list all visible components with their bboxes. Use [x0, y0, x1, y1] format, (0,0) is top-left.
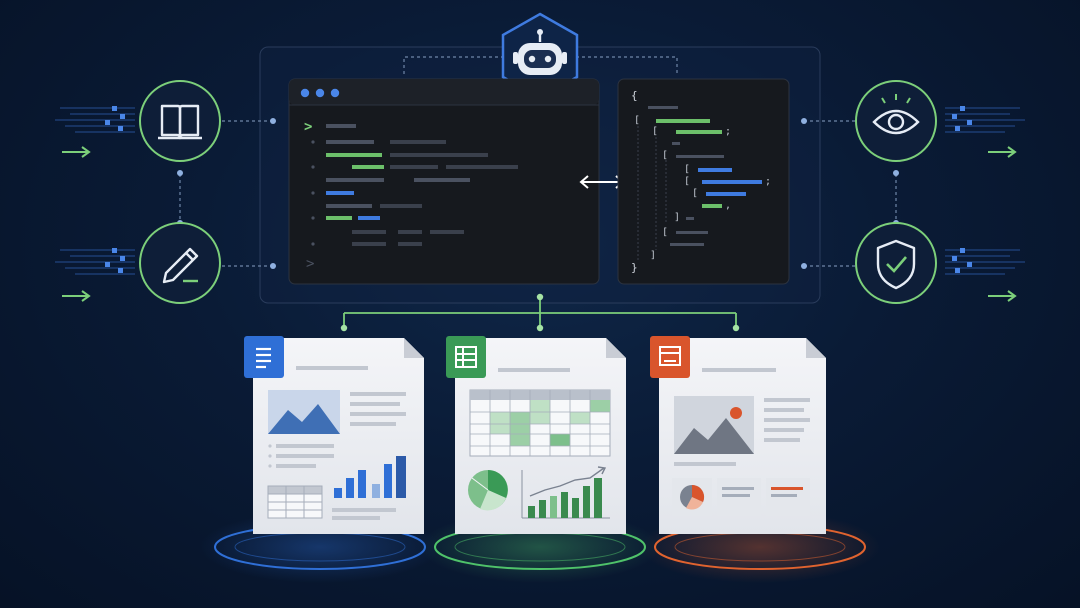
- doc-table: [267, 485, 323, 519]
- svg-text:[: [: [692, 188, 698, 199]
- doc-lines-icon: [256, 347, 271, 369]
- window-controls: [300, 88, 340, 98]
- right-node-shield: [855, 222, 937, 304]
- spreadsheet-card: [446, 336, 626, 534]
- left-motion-lines: [55, 107, 135, 275]
- spreadsheet-grid: [469, 389, 611, 457]
- prompt-glyph: >: [304, 119, 312, 135]
- right-motion-lines: [945, 107, 1025, 275]
- json-panel: { } [ [; [ [ [; [ , ] [ ]: [617, 78, 790, 285]
- book-icon: [158, 104, 202, 140]
- svg-text:,: ,: [725, 200, 731, 211]
- svg-text:[: [: [662, 227, 668, 238]
- json-close-brace: }: [631, 261, 638, 274]
- svg-text:[: [: [652, 126, 658, 137]
- slides-icon: [659, 346, 681, 366]
- right-pixel-dots: [952, 106, 972, 273]
- svg-text:]: ]: [650, 250, 656, 261]
- doc-bar-chart: [334, 456, 406, 498]
- sheet-pie-chart: [468, 470, 508, 511]
- code-editor: > >: [288, 78, 600, 285]
- robot-hub: [501, 12, 579, 100]
- pencil-icon: [162, 247, 199, 284]
- svg-text:[: [: [662, 150, 668, 161]
- left-green-arrows: [62, 146, 91, 302]
- presentation-card: [650, 336, 826, 534]
- json-open-brace: {: [631, 89, 638, 102]
- thumb-pie: [672, 478, 712, 516]
- svg-text:]: ]: [674, 212, 680, 223]
- right-node-eye: [855, 80, 937, 162]
- prompt-glyph-bottom: >: [306, 256, 314, 272]
- svg-text:[: [: [684, 176, 690, 187]
- svg-text:[: [: [684, 164, 690, 175]
- right-green-arrows: [988, 146, 1017, 302]
- grid-icon: [455, 346, 477, 368]
- thumb-accent: [766, 478, 810, 516]
- shield-check-icon: [876, 239, 916, 290]
- left-node-book: [139, 80, 221, 162]
- code-lines: [311, 124, 518, 246]
- svg-text:;: ;: [725, 126, 731, 137]
- left-node-pencil: [139, 222, 221, 304]
- document-card: [244, 336, 424, 534]
- left-pixel-dots: [105, 106, 125, 273]
- svg-text:;: ;: [765, 176, 771, 187]
- robot-icon: [513, 29, 567, 75]
- dashed-connectors: [179, 56, 897, 267]
- distribution-dots: [340, 293, 740, 332]
- json-tree: [ [; [ [ [; [ , ] [ ]: [634, 106, 771, 261]
- thumb-text: [717, 478, 761, 516]
- svg-text:[: [: [634, 115, 640, 126]
- eye-icon: [872, 109, 920, 135]
- sheet-bar-chart: [521, 466, 610, 519]
